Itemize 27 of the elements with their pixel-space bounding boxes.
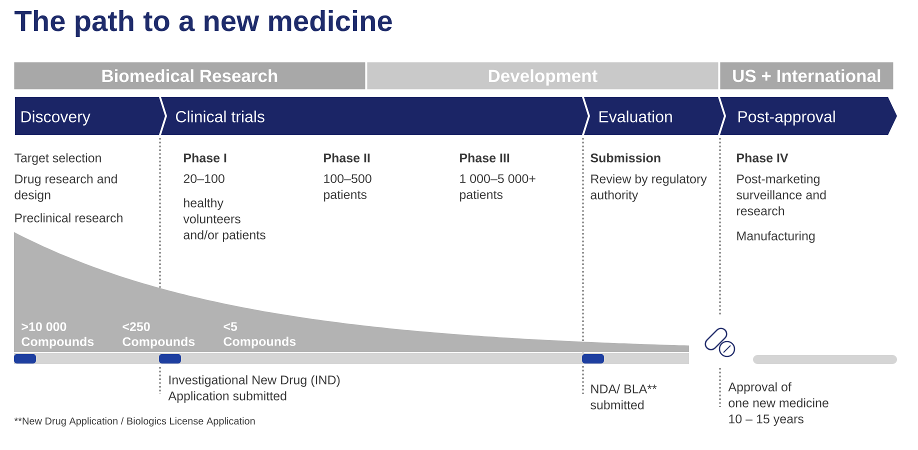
step-text: Manufacturing xyxy=(737,231,815,243)
phase-band: Biomedical Research xyxy=(14,62,366,90)
compound-count: >10 000 Compounds xyxy=(22,322,94,349)
title: The path to a new medicine xyxy=(14,10,392,38)
step-text: Post-marketing surveillance and research xyxy=(736,174,826,216)
phase-heading: Phase II xyxy=(324,153,370,162)
step-text: Drug research and design xyxy=(14,174,117,202)
step-text: Review by regulatory authority xyxy=(590,174,707,202)
phase-heading: Phase IV xyxy=(737,153,788,162)
phase-heading: Submission xyxy=(590,153,660,162)
process-step: Evaluation xyxy=(584,97,724,135)
phase-heading: Phase I xyxy=(184,153,226,162)
participant-count: 20–100 xyxy=(184,174,224,184)
phase-band: US + International xyxy=(720,62,894,90)
process-step: Post-approval xyxy=(720,97,897,135)
process-step: Discovery xyxy=(15,97,165,135)
step-text: Target selection xyxy=(14,153,101,165)
milestone-note: Investigational New Drug (IND) Application submitted xyxy=(168,375,340,403)
participant-note: healthy volunteers and/or patients xyxy=(183,198,266,242)
phase-heading: Phase III xyxy=(460,153,510,162)
footnote: **New Drug Application / Biologics License Application xyxy=(14,417,255,427)
participant-count: 1 000–5 000+ patients xyxy=(460,174,536,202)
compound-count: <5 Compounds xyxy=(224,322,296,348)
compound-count: <250 Compounds xyxy=(122,322,195,349)
milestone-note: NDA/ BLA** submitted xyxy=(590,384,657,410)
participant-count: 100–500 patients xyxy=(324,174,372,202)
milestone-note: Approval of one new medicine 10 – 15 years xyxy=(728,382,828,426)
